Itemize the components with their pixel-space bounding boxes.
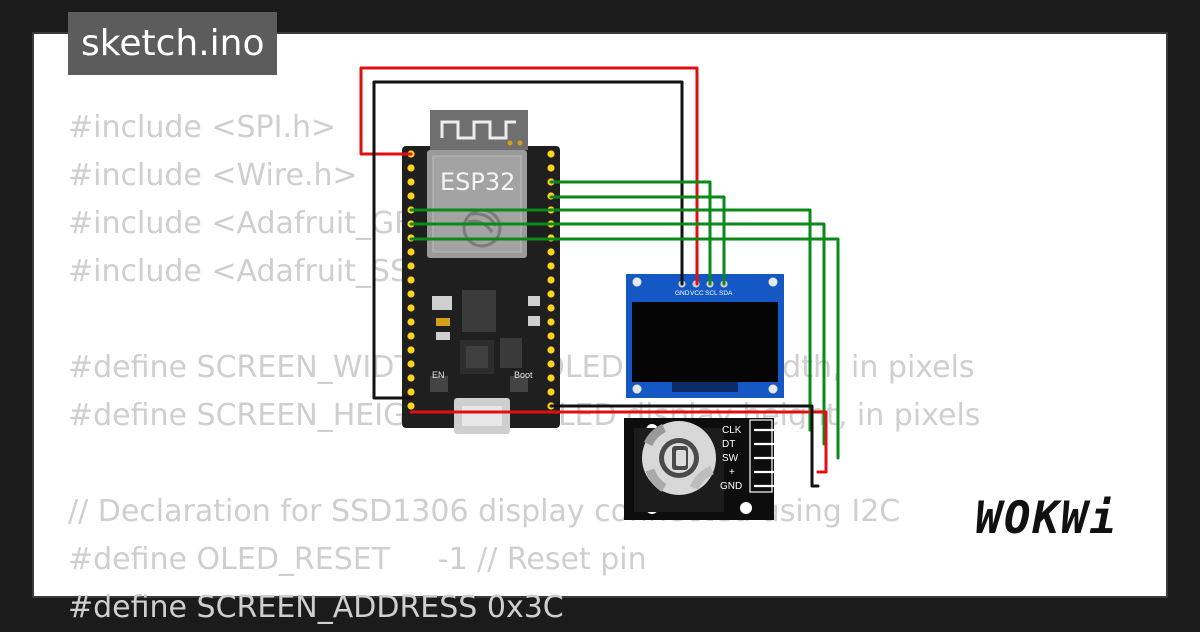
wire-red-vcc: [359, 66, 699, 286]
wire-green-sw: [409, 237, 840, 460]
code-line: #include <Wire.h>: [68, 158, 358, 193]
esp32-left-header: [407, 150, 415, 410]
header-pin: [407, 346, 415, 354]
header-pin: [547, 374, 555, 382]
header-pin: [407, 192, 415, 200]
code-line: #define OLED_RESET -1 // Reset pin: [68, 542, 647, 577]
header-pin: [547, 290, 555, 298]
header-pin: [547, 388, 555, 396]
header-pin: [407, 318, 415, 326]
header-pin: [547, 360, 555, 368]
code-line: #include <SPI.h>: [68, 110, 337, 145]
header-pin: [407, 388, 415, 396]
header-pin: [547, 150, 555, 158]
header-pin: [407, 304, 415, 312]
encoder-pin-labels: CLK DT SW + GND: [720, 425, 742, 492]
header-pin: [547, 332, 555, 340]
wire-green-sda: [549, 195, 726, 286]
code-line: // Declaration for SSD1306 display conne…: [68, 494, 901, 529]
rotary-encoder[interactable]: CLK DT SW + GND: [624, 418, 818, 520]
encoder-pin-clk-label: CLK: [722, 425, 742, 436]
header-pin: [407, 402, 415, 410]
wire-black-encoder-gnd: [549, 404, 820, 488]
esp32-label: ESP32: [440, 168, 515, 196]
wokwi-logo: WOKWi: [975, 493, 1118, 544]
code-editor: #include <SPI.h>#include <Wire.h>#includ…: [68, 104, 980, 632]
header-pin: [547, 164, 555, 172]
wires: [359, 66, 840, 488]
encoder-pin-dt-label: DT: [722, 439, 735, 450]
header-pin: [407, 374, 415, 382]
header-pin: [407, 164, 415, 172]
code-preview-card: #include <SPI.h>#include <Wire.h>#includ…: [32, 32, 1168, 625]
esp32-board[interactable]: EN Boot ESP32: [402, 110, 560, 434]
circuit-diagram: EN Boot ESP32 GND VCC SCL SDA: [359, 66, 840, 520]
wire-green-clk: [409, 208, 812, 432]
en-button-label: EN: [432, 370, 445, 380]
header-pin: [407, 178, 415, 186]
header-pin: [547, 304, 555, 312]
header-pin: [547, 248, 555, 256]
file-name-tab[interactable]: sketch.ino: [68, 12, 278, 75]
header-pin: [407, 290, 415, 298]
oled-pin-scl-label: SCL: [705, 290, 718, 297]
encoder-pin-gnd-label: GND: [720, 481, 742, 492]
header-pin: [407, 332, 415, 340]
header-pin: [547, 262, 555, 270]
header-pin: [407, 276, 415, 284]
header-pin: [407, 262, 415, 270]
boot-button-label: Boot: [514, 370, 533, 380]
wire-green-scl: [549, 180, 712, 286]
encoder-pin-plus-label: +: [729, 467, 735, 478]
oled-pin-vcc-label: VCC: [690, 290, 704, 297]
header-pin: [547, 276, 555, 284]
code-line: #define SCREEN_ADDRESS 0x3C: [68, 590, 564, 625]
oled-pin-sda-label: SDA: [719, 290, 733, 297]
header-pin: [547, 318, 555, 326]
wire-green-dt: [409, 222, 826, 446]
wire-red-encoder-vcc: [409, 410, 828, 474]
header-pin: [547, 346, 555, 354]
header-pin: [407, 360, 415, 368]
oled-pin-gnd-label: GND: [675, 290, 690, 297]
oled-display[interactable]: GND VCC SCL SDA: [626, 274, 784, 398]
header-pin: [407, 248, 415, 256]
encoder-pin-sw-label: SW: [722, 453, 739, 464]
wire-black-gnd: [372, 80, 684, 400]
